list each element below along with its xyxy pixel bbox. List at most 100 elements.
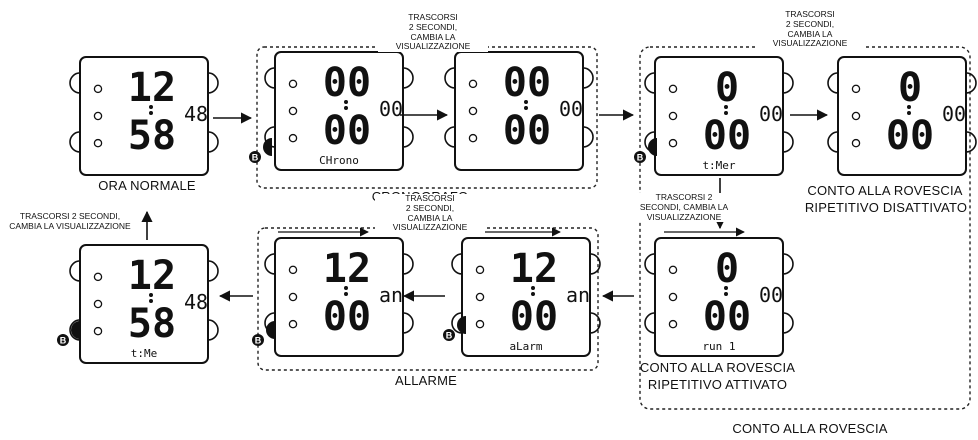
note-line: VISUALIZZAZIONE (395, 41, 471, 52)
watch-lug (644, 312, 656, 334)
button-b-badge (443, 329, 455, 341)
watch-lug (207, 131, 219, 153)
timer-icon (93, 326, 103, 336)
watch-lug (402, 67, 414, 89)
colon-dot (724, 286, 728, 290)
display-top-digits: 0 (715, 246, 739, 292)
watch-lug (69, 131, 81, 153)
colon-dot (149, 299, 153, 303)
watch-lug (782, 72, 794, 94)
watch-case (837, 56, 967, 176)
display-bottom-digits: 00 (703, 294, 751, 340)
display-top-digits: 12 (128, 253, 176, 299)
colon-dot (531, 286, 535, 290)
alarm-bell-icon (668, 84, 678, 94)
watch-lug (69, 319, 81, 341)
mode-button[interactable]: B (57, 321, 80, 346)
button-b-label: B (637, 153, 644, 163)
note-line: VISUALIZZAZIONE (772, 38, 848, 49)
timer-icon (288, 319, 298, 329)
watch-case (654, 237, 784, 357)
watch-lug (782, 312, 794, 334)
watch-lug (644, 253, 656, 275)
display-side-digits: 00 (559, 97, 583, 121)
note-line: 2 SECONDI, (405, 202, 455, 213)
mode-button[interactable]: B (249, 138, 272, 163)
display-side-digits: 00 (759, 283, 783, 307)
watch-lug (589, 312, 601, 334)
mode-button[interactable]: B (634, 138, 657, 163)
display-bottom-digits: 58 (128, 113, 176, 159)
note-line: CAMBIA LA (410, 31, 456, 42)
display-mode-text: CHrono (319, 154, 359, 167)
watch-lug (582, 67, 594, 89)
display-bottom-digits: 58 (128, 301, 176, 347)
colon-dot (344, 292, 348, 296)
note-top-chrono: TRASCORSI 2 SECONDI, CAMBIA LA VISUALIZZ… (378, 12, 488, 53)
display-top-digits: 00 (503, 60, 551, 106)
label-conto-disattivato-1: CONTO ALLA ROVESCIA (807, 183, 963, 198)
button-half-disc (266, 321, 275, 339)
note-line: CAMBIA LA (787, 28, 833, 39)
timer-icon (93, 138, 103, 148)
display-top-digits: 0 (715, 65, 739, 111)
mode-button[interactable]: B (443, 316, 466, 341)
watch-case (274, 51, 404, 171)
button-b-label: B (446, 331, 453, 341)
label-conto-disattivato-2: RIPETITIVO DISATTIVATO (804, 200, 968, 215)
watch-case (461, 237, 591, 357)
alarm-bell-icon (93, 84, 103, 94)
watch-lug (644, 72, 656, 94)
watch-lug (451, 312, 463, 334)
alarm-bell-icon (668, 265, 678, 275)
colon-dot (149, 293, 153, 297)
watch-lug (402, 253, 414, 275)
display-bottom-digits: 00 (503, 108, 551, 154)
colon-dot (344, 100, 348, 104)
watch-case (79, 56, 209, 176)
mode-button[interactable]: B (252, 321, 275, 346)
display-mode-text: t:Me (131, 347, 158, 360)
button-b-label: B (252, 153, 259, 163)
display-top-digits: 12 (323, 246, 371, 292)
display-bottom-digits: 00 (886, 113, 934, 159)
watch-lug (444, 67, 456, 89)
note-left-time: TRASCORSI 2 SECONDI, CAMBIA LA VISUALIZZ… (0, 211, 140, 232)
display-bottom-digits: 00 (510, 294, 558, 340)
watch-lug (264, 67, 276, 89)
display-side-digits: 48 (184, 290, 208, 314)
stopwatch-icon (93, 111, 103, 121)
watch-lug (451, 253, 463, 275)
alarm-bell-icon (288, 265, 298, 275)
stopwatch-icon (288, 106, 298, 116)
colon-dot (149, 105, 153, 109)
label-conto-attivato-1: CONTO ALLA ROVESCIA (639, 360, 796, 375)
colon-dot (344, 286, 348, 290)
display-side-digits: an (566, 283, 590, 307)
button-b-badge (252, 334, 264, 346)
colon-dot (724, 105, 728, 109)
button-b-badge (249, 151, 261, 163)
stopwatch-icon (475, 292, 485, 302)
note-line: VISUALIZZAZIONE (646, 211, 722, 222)
display-side-digits: 00 (379, 97, 403, 121)
note-line: TRASCORSI (408, 12, 458, 22)
display-mode-text: run 1 (702, 340, 735, 353)
timer-icon (468, 133, 478, 143)
display-side-digits: 48 (184, 102, 208, 126)
label-ora-normale: ORA NORMALE (98, 178, 196, 193)
stopwatch-icon (288, 292, 298, 302)
display-bottom-digits: 00 (323, 108, 371, 154)
note-line: 2 SECONDI, (785, 18, 835, 29)
display-mode-text: aLarm (509, 340, 542, 353)
colon-dot (344, 106, 348, 110)
note-alarm-middle: TRASCORSI 2 SECONDI, CAMBIA LA VISUALIZZ… (375, 193, 485, 234)
stopwatch-icon (668, 292, 678, 302)
alarm-bell-icon (851, 84, 861, 94)
